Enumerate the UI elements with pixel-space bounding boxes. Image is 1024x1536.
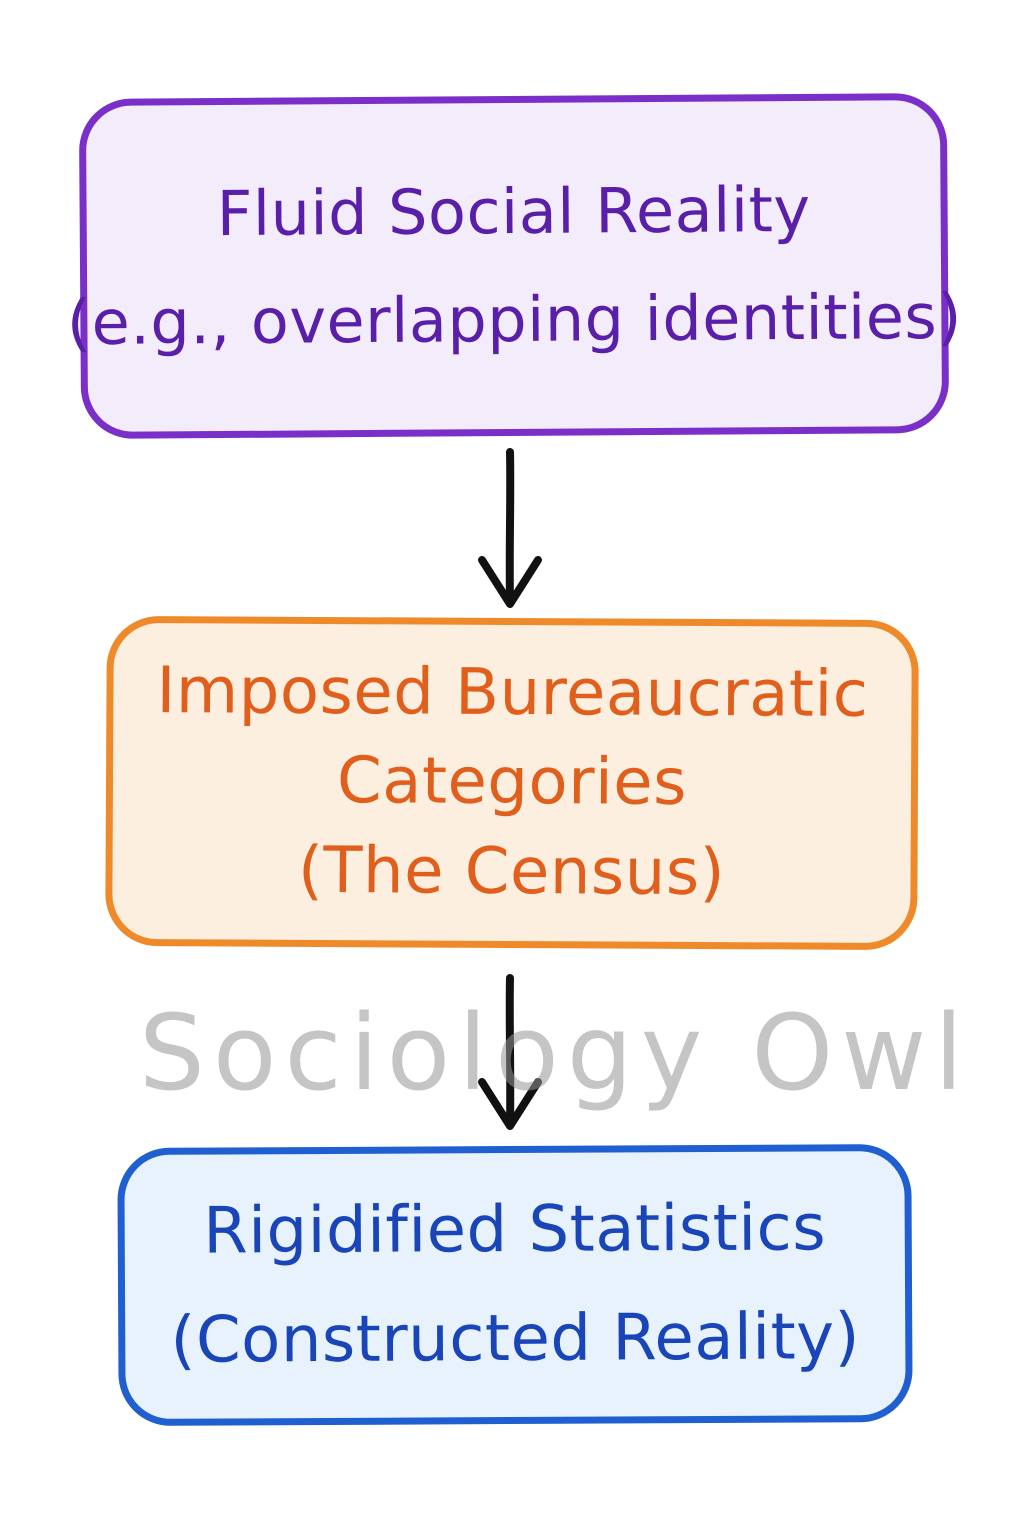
arrow-fluid-to-imposed [478,448,542,608]
node-fluid-social-reality: Fluid Social Reality (e.g., overlapping … [67,92,962,440]
arrow-head [478,556,542,608]
node-rigid-subtitle: (Constructed Reality) [170,1300,861,1378]
node-fluid-subtitle: (e.g., overlapping identities) [66,279,963,360]
node-rigid-title: Rigidified Statistics [203,1191,827,1269]
node-imposed-subtitle: (The Census) [297,833,726,910]
arrow-shaft [505,974,515,1128]
node-rigidified-statistics: Rigidified Statistics (Constructed Reali… [117,1143,913,1427]
node-imposed-title-2: Categories [336,744,688,821]
node-fluid-title: Fluid Social Reality [216,172,811,250]
arrow-imposed-to-rigid [478,974,542,1130]
node-imposed-title-1: Imposed Bureaucratic [156,653,869,732]
arrow-head [478,1078,542,1130]
arrow-shaft [505,448,515,606]
node-imposed-bureaucratic-categories: Imposed Bureaucratic Categories (The Cen… [105,615,919,951]
watermark-text: Sociology Owl [138,992,972,1114]
